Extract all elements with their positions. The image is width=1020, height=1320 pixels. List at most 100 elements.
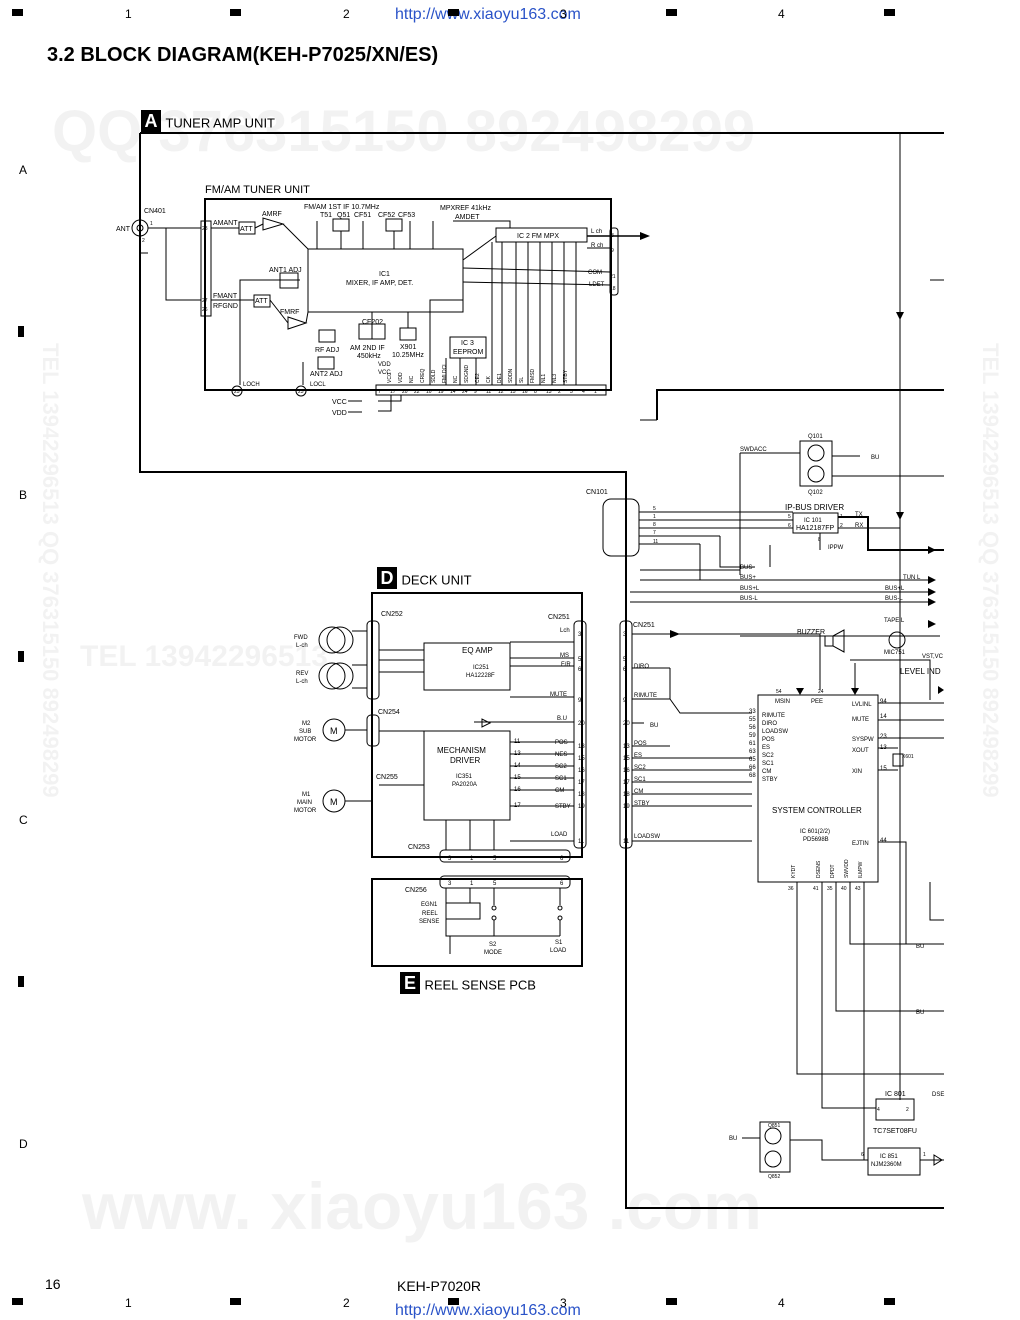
syscon-pin: 44	[880, 838, 887, 844]
label-com: COM	[588, 270, 602, 276]
syscon-right-xout: XOUT	[852, 748, 869, 754]
label-q51: Q51	[337, 212, 350, 219]
tuner-pin-label: CREQ	[420, 368, 426, 383]
grid-col-3-bottom: 3	[560, 1296, 567, 1310]
footer-model: KEH-P7020R	[397, 1278, 482, 1294]
grid-col-2-bottom: 2	[343, 1296, 350, 1310]
reg-mark	[18, 326, 24, 337]
label-bus-l-plus: BUS+L	[740, 586, 760, 592]
cn251-pin-left: 17	[578, 780, 585, 786]
syscon-bottom-swvdd: SWVDD	[844, 859, 850, 878]
tuner-pin-label: CE2	[475, 373, 481, 383]
tuner-pin-label: SDLD	[431, 369, 437, 383]
label-msin: MSIN	[775, 699, 790, 705]
syscon-left-pos: POS	[762, 737, 775, 743]
pin-locl: 23	[298, 389, 304, 395]
deck-signal-sc1: SC1	[555, 776, 567, 782]
label-x601: X601	[902, 754, 914, 760]
label-cn252: CN252	[381, 611, 403, 618]
tuner-pin-20: 20	[402, 389, 408, 395]
label-rfgnd: RFGND	[213, 303, 238, 310]
reg-mark	[448, 1298, 459, 1305]
syscon-bottom-kydt: KYDT	[791, 865, 797, 878]
label-q852: Q852	[768, 1174, 780, 1180]
syscon-bottom-ilmpw: ILMPW	[858, 861, 864, 878]
tuner-pin-11: 11	[486, 389, 491, 395]
label-cn101: CN101	[586, 489, 608, 496]
reg-mark	[18, 651, 24, 662]
label-bus-l-minus-right: BUS-L	[885, 596, 903, 602]
ic3-name: IC 3	[461, 340, 474, 347]
cn251-pin-left: 16	[578, 768, 585, 774]
label-sense: SENSE	[419, 919, 439, 925]
label-if: FM/AM 1ST IF 10.7MHz	[304, 204, 380, 211]
pin-ic801-2: 2	[906, 1107, 909, 1113]
pin-r-21: 21	[610, 274, 616, 280]
tuner-pin-8: 8	[534, 389, 537, 395]
tuner-pin-label: NC	[409, 375, 415, 383]
syscon-right-syspw: SYSPW	[852, 737, 874, 743]
reg-mark	[230, 9, 241, 16]
syscon-left-es: ES	[762, 745, 770, 751]
ic1-desc: MIXER, IF AMP, DET.	[346, 280, 413, 287]
tuner-pin-label: VDD	[398, 372, 404, 383]
label-m1-motor: MOTOR	[294, 808, 317, 814]
label-vdd-int: VDD	[378, 362, 391, 368]
pin-ic101-6: 6	[788, 523, 791, 529]
label-x901-freq: 10.25MHz	[392, 352, 424, 359]
label-t51: T51	[320, 212, 332, 219]
label-am2nd: AM 2ND IF	[350, 345, 385, 352]
syscon-pin: 35	[827, 886, 833, 892]
tuner-pin-label: STBY	[563, 369, 569, 383]
label-rch: R ch	[591, 243, 603, 249]
cn256-pin: 3	[448, 881, 452, 887]
label-cn401: CN401	[144, 208, 166, 215]
tuner-pin-15: 15	[510, 389, 516, 395]
syscon-pin: 13	[880, 745, 887, 751]
tuner-pin-label: NL3	[552, 374, 558, 383]
footer-url[interactable]: http://www.xiaoyu163.com	[395, 1302, 581, 1319]
cn251-pin-right: 13	[623, 744, 630, 750]
tuner-pin-label: SL	[519, 377, 525, 383]
pin-l-27: 27	[202, 298, 208, 304]
label-x901: X901	[400, 344, 416, 351]
signal-bu: BU	[650, 723, 658, 729]
label-m2: M2	[302, 721, 311, 727]
grid-col-2: 2	[343, 7, 350, 21]
tuner-pin-14: 14	[450, 389, 456, 395]
label-fwd: FWD	[294, 635, 308, 641]
tuner-pin-24: 24	[462, 389, 468, 395]
cn251-pin-right: 5	[623, 657, 627, 663]
cn251-pin-right: 3	[623, 632, 627, 638]
tuner-pin-label: CK	[486, 375, 492, 383]
reg-mark	[666, 1298, 677, 1305]
reg-mark	[12, 1298, 23, 1305]
syscon-left-cm: CM	[762, 769, 771, 775]
tuner-pin-label: SDDN	[508, 368, 514, 383]
label-rx: RX	[855, 523, 863, 529]
watermark-site: www. xiaoyu163 .com	[82, 1169, 762, 1243]
label-vdd: VDD	[332, 410, 347, 417]
label-bu: B.U	[557, 716, 567, 722]
pin-l-28: 28	[202, 226, 208, 232]
tuner-pin-label: FMLDCL	[442, 363, 448, 383]
signal-pos: POS	[634, 741, 647, 747]
ic251-name: IC251	[473, 665, 490, 671]
ic101-name: IC 101	[804, 518, 822, 524]
header-url[interactable]: http://www.xiaoyu163.com	[395, 6, 581, 23]
syscon-pin: 14	[880, 714, 887, 720]
label-bus-l-plus-right: BUS+L	[885, 586, 905, 592]
syscon-pin: 41	[813, 886, 819, 892]
reg-mark	[884, 1298, 895, 1305]
mech-pin: 14	[514, 763, 521, 769]
cn256-pin: 5	[493, 881, 497, 887]
deck-signal-stby: STBY	[555, 804, 571, 810]
label-m1-main: MAIN	[297, 800, 312, 806]
syscon-pin: 40	[841, 886, 847, 892]
label-cn254: CN254	[378, 709, 400, 716]
unit-e-name: REEL SENSE PCB	[424, 977, 536, 993]
mech-pin: 15	[514, 775, 521, 781]
cn251-pin-left: 15	[578, 756, 585, 762]
